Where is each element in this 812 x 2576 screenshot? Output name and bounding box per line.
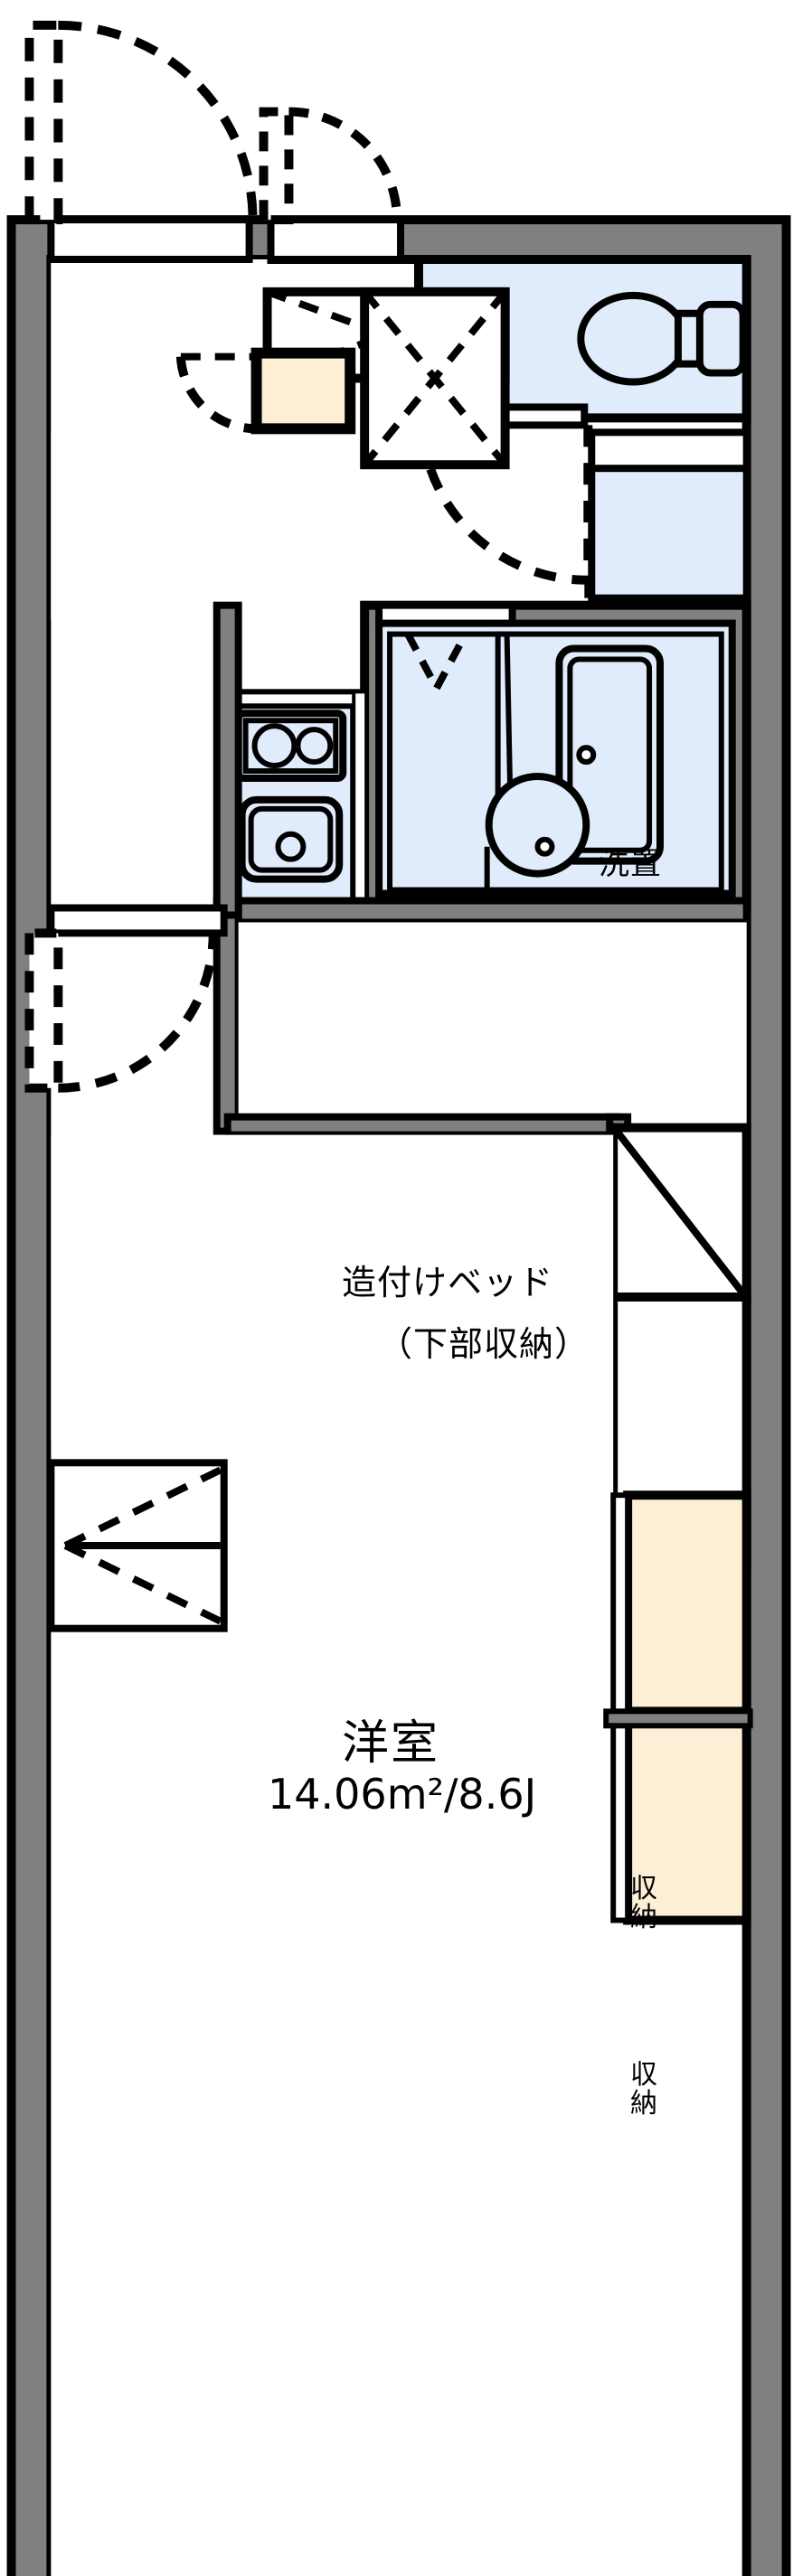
toilet-fixture — [577, 291, 747, 386]
kitchen-sink — [238, 795, 344, 883]
closet-upper-label: 収納 — [630, 1873, 657, 1933]
built-in-bed-zone — [223, 922, 747, 1186]
unit-bath — [360, 600, 751, 913]
closet-lower — [603, 1708, 753, 1925]
main-room-area-label: 14.06m²/8.6J — [268, 1770, 537, 1819]
built-in-bed-label-line1: 造付けベッド — [342, 1263, 554, 1302]
built-in-bed-label-line2: （下部収納） — [378, 1324, 590, 1364]
closet-lower-label: 収納 — [630, 2059, 657, 2120]
main-room-name-label: 洋室 — [342, 1716, 440, 1771]
kitchen — [213, 689, 369, 912]
washbasin-fixture — [484, 631, 590, 890]
stove-two-burner — [234, 710, 347, 782]
entry-vestibule — [175, 287, 510, 470]
entrance-door[interactable] — [24, 20, 258, 263]
side-window — [47, 1459, 228, 1632]
room-entry-door[interactable] — [24, 904, 228, 1093]
genkan-step — [250, 347, 356, 435]
washing-machine-space — [584, 425, 751, 606]
main-room-body — [51, 1134, 614, 2576]
washing-machine-space-label: 洗置 — [599, 846, 662, 882]
closet-upper — [610, 1490, 751, 1716]
toilet-corridor-door[interactable] — [259, 107, 405, 263]
